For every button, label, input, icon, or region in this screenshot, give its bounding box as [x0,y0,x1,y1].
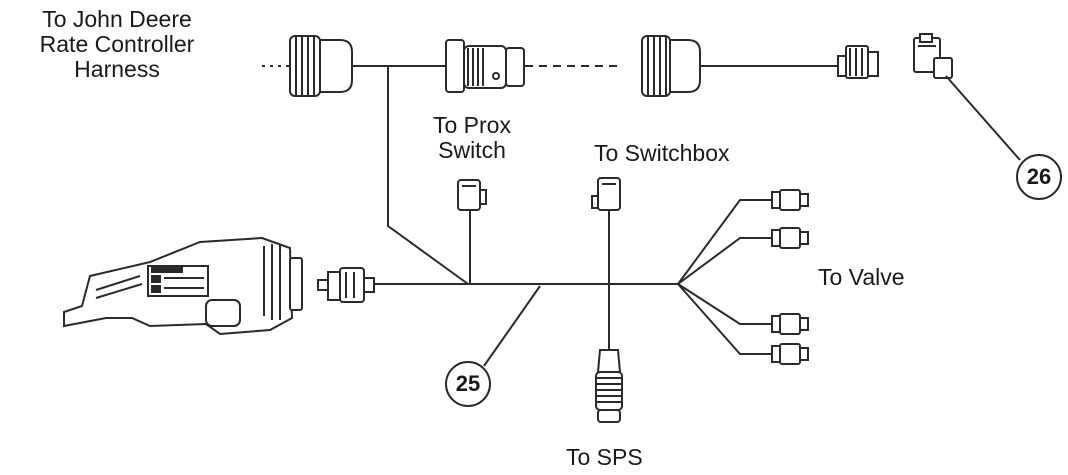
ecu-inline-connector [317,267,375,303]
valve-wire-4 [677,283,778,355]
callout-leader-26 [945,75,1021,161]
john-deere-round-connector [289,35,353,97]
valve-connector-1 [771,189,809,211]
valve-connector-3 [771,313,809,335]
branch-wire-top-to-junction [387,66,469,285]
prox-switch-connector [457,179,487,211]
valve-connector-2 [771,227,809,249]
label-sps: To SPS [566,444,643,470]
callout-leader-25 [483,285,541,367]
label-switchbox: To Switchbox [594,140,730,166]
mating-round-connector [445,39,525,93]
adapter-part-26 [913,33,953,79]
ecu-module [63,236,303,336]
label-john-deere-line2: Rate Controller [39,31,195,57]
label-john-deere: To John Deere Rate Controller Harness [4,7,230,82]
label-john-deere-line1: To John Deere [42,6,192,32]
sps-round-connector [595,349,623,423]
callout-circle-26 [1016,154,1062,200]
valve-connector-4 [771,343,809,365]
valve-wire-3 [677,283,778,325]
switchbox-connector [591,177,621,211]
valve-wire-2 [677,237,778,285]
callout-circle-25 [445,361,491,407]
label-prox-line1: To Prox [433,112,511,138]
label-valve: To Valve [818,264,905,290]
label-john-deere-line3: Harness [74,56,160,82]
round-connector-right [641,35,701,97]
valve-wire-1 [677,199,778,285]
label-prox-line2: Switch [438,137,506,163]
small-plug-connector [837,45,879,79]
callout-number-26: 26 [1026,164,1052,189]
callout-number-25: 25 [455,371,481,396]
label-prox-switch: To Prox Switch [418,113,526,163]
